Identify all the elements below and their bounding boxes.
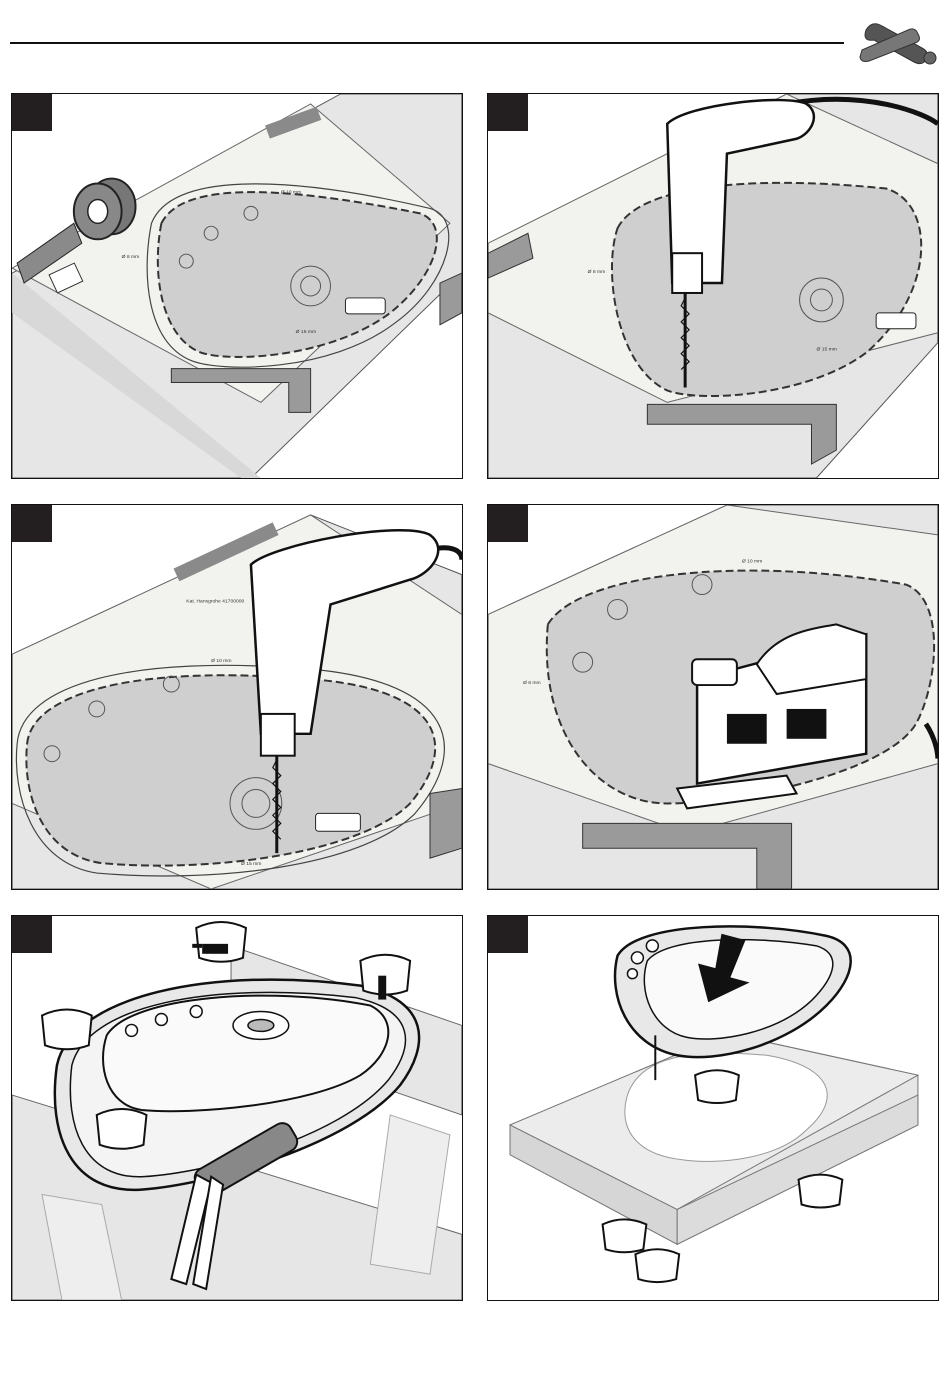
dim-label-15mm-2: Ø 15 mm — [816, 347, 836, 353]
step-badge-5 — [12, 916, 52, 953]
template-text: Kat. Hansgrohe 41700000 — [186, 598, 244, 604]
header-rule — [10, 42, 844, 44]
dim-label-8mm-4: Ø 8 mm — [523, 680, 541, 686]
step-badge-4 — [488, 505, 528, 542]
dim-label-10mm: Ø 10 mm — [281, 189, 301, 195]
dim-label-15mm: Ø 15 mm — [296, 329, 316, 335]
step-badge-6 — [488, 916, 528, 953]
step-panel-1: Ø 8 mm Ø 15 mm Ø 10 mm — [11, 93, 463, 479]
step-panel-6 — [487, 915, 939, 1301]
step-badge-2 — [488, 94, 528, 131]
step-badge-1 — [12, 94, 52, 131]
faucet-outline — [345, 298, 385, 314]
dim-label-15mm-3: Ø 15 mm — [241, 861, 261, 867]
dim-label-10mm-3: Ø 10 mm — [211, 658, 231, 664]
dim-label-10mm-4: Ø 10 mm — [742, 559, 762, 565]
step-panel-5 — [11, 915, 463, 1301]
step-panel-4: Ø 8 mm Ø 10 mm — [487, 504, 939, 890]
dim-label-8mm-2: Ø 8 mm — [588, 269, 606, 275]
wrench-screwdriver-icon — [856, 10, 940, 76]
dim-label-8mm: Ø 8 mm — [122, 254, 140, 260]
step-panel-2: Ø 8 mm Ø 15 mm — [487, 93, 939, 479]
step-panel-3: Kat. Hansgrohe 41700000 Ø 15 mm Ø 10 mm — [11, 504, 463, 890]
step-badge-3 — [12, 505, 52, 542]
